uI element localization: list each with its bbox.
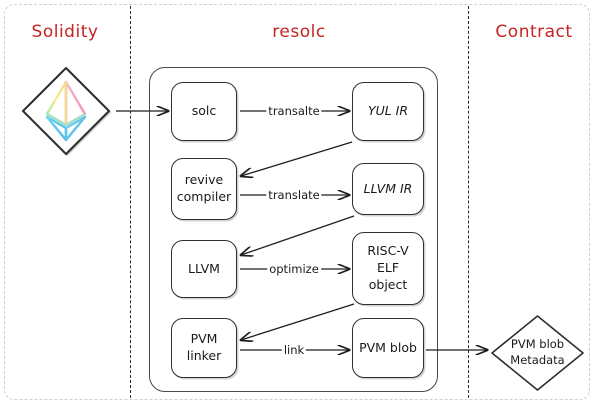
node-llvm[interactable]: LLVM	[171, 240, 237, 298]
page-frame	[4, 4, 590, 400]
edge-label-translate: translate	[266, 188, 322, 202]
node-riscv-elf-object-label: RISC-V ELF object	[367, 243, 409, 292]
lane-title-resolc: resolc	[272, 22, 326, 42]
node-yul-ir-label: YUL IR	[367, 103, 409, 119]
resolc-group-container	[149, 67, 438, 392]
node-riscv-elf-object[interactable]: RISC-V ELF object	[352, 232, 424, 305]
node-pvm-linker-label: PVM linker	[186, 331, 222, 363]
lane-divider-right	[468, 6, 469, 398]
node-pvm-blob-label: PVM blob	[359, 339, 417, 355]
edge-label-link: link	[281, 343, 307, 357]
node-pvm-blob-metadata-label: PVM blob Metadata	[510, 337, 565, 367]
lane-divider-left	[130, 6, 131, 398]
node-llvm-label: LLVM	[188, 260, 220, 276]
diamond-outline	[491, 315, 584, 391]
node-pvm-blob[interactable]: PVM blob	[352, 318, 424, 378]
node-pvm-blob-metadata[interactable]: PVM blob Metadata	[489, 313, 586, 393]
lane-title-solidity: Solidity	[31, 22, 99, 42]
node-solc[interactable]: solc	[171, 82, 237, 141]
edge-label-transalte: transalte	[266, 104, 322, 118]
lane-title-contract: Contract	[495, 22, 573, 42]
node-llvm-ir[interactable]: LLVM IR	[352, 163, 424, 215]
node-solc-label: solc	[191, 103, 217, 119]
node-yul-ir[interactable]: YUL IR	[352, 82, 424, 141]
node-revive-compiler-label: revive compiler	[176, 172, 232, 204]
solidity-source-node[interactable]	[18, 63, 114, 159]
ethereum-logo-icon	[45, 80, 87, 142]
node-pvm-linker[interactable]: PVM linker	[171, 318, 237, 378]
edge-label-optimize: optimize	[267, 262, 321, 276]
node-revive-compiler[interactable]: revive compiler	[171, 158, 237, 220]
node-llvm-ir-label: LLVM IR	[363, 180, 413, 196]
